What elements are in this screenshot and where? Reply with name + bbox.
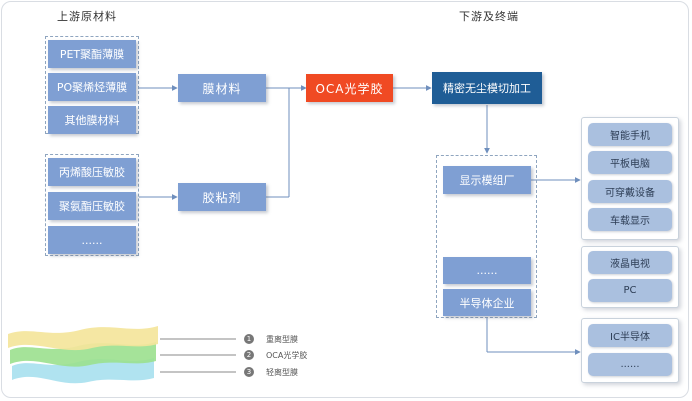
display-module-box: 显示模组厂	[443, 166, 531, 194]
adhesive-more-box: ......	[48, 226, 136, 254]
lcd-tv-box: 液晶电视	[588, 251, 672, 274]
downstream-group	[436, 155, 537, 318]
semiconductor-box: 半导体企业	[443, 289, 531, 316]
wearable-box: 可穿戴设备	[588, 180, 672, 203]
acrylic-psa-box: 丙烯酸压敏胶	[48, 158, 136, 186]
legend-num-2: 2	[244, 350, 254, 360]
ic-semiconductor-box: IC半导体	[588, 324, 672, 347]
pu-psa-box: 聚氨酯压敏胶	[48, 192, 136, 220]
legend-num-1: 1	[244, 334, 254, 344]
legend-label-1: 重离型膜	[266, 335, 298, 344]
legend-label-2: OCA光学胶	[266, 351, 308, 360]
film-material-box: 膜材料	[178, 74, 266, 102]
pet-film-box: PET聚酯薄膜	[48, 40, 136, 68]
smartphone-box: 智能手机	[588, 123, 672, 146]
car-display-box: 车载显示	[588, 208, 672, 231]
pc-box: PC	[588, 279, 672, 302]
layer-stack-illustration	[8, 326, 158, 384]
downstream-more-box: ......	[443, 257, 531, 284]
other-film-box: 其他膜材料	[48, 106, 136, 134]
upstream-header: 上游原材料	[57, 10, 117, 23]
legend-num-3: 3	[244, 367, 254, 377]
legend-label-3: 轻离型膜	[266, 368, 298, 377]
oca-box: OCA光学胶	[306, 74, 393, 102]
downstream-header: 下游及终端	[459, 10, 519, 23]
adhesive-box: 胶粘剂	[178, 183, 266, 211]
tablet-box: 平板电脑	[588, 151, 672, 174]
die-cutting-box: 精密无尘模切加工	[432, 72, 542, 104]
terminal-more-box: ......	[588, 353, 672, 376]
adhesive-materials-group	[45, 154, 139, 256]
po-film-box: PO聚烯烃薄膜	[48, 73, 136, 101]
